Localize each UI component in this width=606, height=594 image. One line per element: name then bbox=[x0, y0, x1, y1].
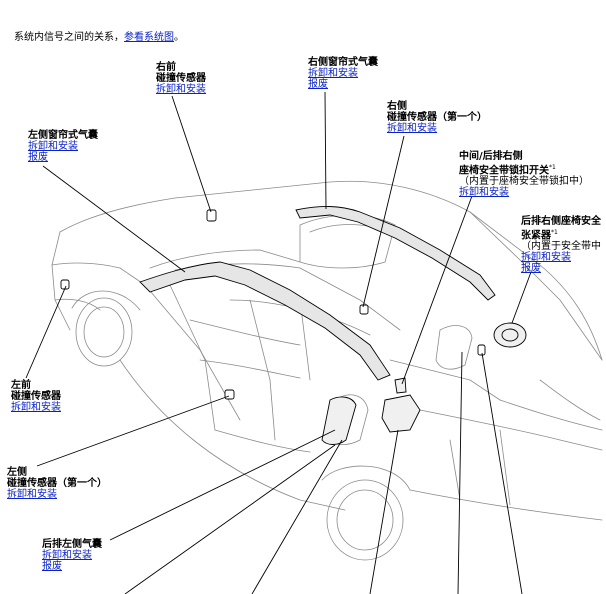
callout-title: 左侧窗帘式气囊 bbox=[28, 130, 98, 141]
remove-install-link[interactable]: 拆卸和安装 bbox=[11, 402, 61, 413]
callout-title: 后排左侧气囊 bbox=[42, 539, 102, 550]
callout-note: （内置于座椅安全带锁扣中） bbox=[459, 176, 589, 188]
callout-title: 碰撞传感器（第一个） bbox=[7, 478, 107, 489]
callout-note: （内置于安全带中 bbox=[521, 241, 601, 253]
callout-rear-tensioner: 后排右侧座椅安全 张紧器*1 （内置于安全带中 拆卸和安装 报废 bbox=[521, 216, 601, 274]
left-curtain-airbag-shape bbox=[139, 261, 391, 381]
callout-title: 碰撞传感器 bbox=[11, 391, 61, 402]
remove-install-link[interactable]: 拆卸和安装 bbox=[521, 252, 571, 264]
intro-end: 。 bbox=[174, 32, 184, 43]
disposal-link[interactable]: 报废 bbox=[42, 561, 62, 572]
callout-left-curtain-airbag: 左侧窗帘式气囊 拆卸和安装 报废 bbox=[28, 130, 98, 163]
disposal-link[interactable]: 报废 bbox=[28, 152, 48, 163]
callout-title: 右侧窗帘式气囊 bbox=[308, 57, 378, 68]
car-body-outline bbox=[51, 180, 603, 561]
callout-left-front-sensor: 左前 碰撞传感器 拆卸和安装 bbox=[11, 380, 61, 413]
callout-title: 右侧 bbox=[387, 101, 407, 112]
disposal-link[interactable]: 报废 bbox=[521, 263, 541, 275]
system-diagram-link[interactable]: 参看系统图 bbox=[124, 32, 174, 43]
buckle-switch-shape bbox=[381, 377, 421, 433]
callout-title-text: 座椅安全带锁扣开关 bbox=[459, 165, 549, 177]
footnote-mark: *1 bbox=[549, 164, 556, 171]
callout-title: 右前 bbox=[156, 62, 176, 73]
callout-right-front-sensor: 右前 碰撞传感器 拆卸和安装 bbox=[156, 62, 206, 95]
callout-title: 左前 bbox=[11, 380, 31, 391]
intro-text: 系统内信号之间的关系，参看系统图。 bbox=[14, 28, 184, 43]
remove-install-link[interactable]: 拆卸和安装 bbox=[7, 489, 57, 500]
callout-title: 左侧 bbox=[7, 467, 27, 478]
remove-install-link[interactable]: 拆卸和安装 bbox=[387, 123, 437, 134]
callout-right-side-sensor: 右侧 碰撞传感器（第一个） 拆卸和安装 bbox=[387, 101, 487, 134]
callout-title: 张紧器*1 bbox=[521, 227, 601, 241]
right-curtain-airbag-shape bbox=[295, 206, 496, 301]
callout-title: 中间/后排右侧 bbox=[459, 151, 523, 162]
rear-left-airbag-shape bbox=[321, 396, 357, 445]
callout-buckle-switch: 中间/后排右侧 座椅安全带锁扣开关*1 （内置于座椅安全带锁扣中） 拆卸和安装 bbox=[459, 151, 589, 198]
remove-install-link[interactable]: 拆卸和安装 bbox=[156, 84, 206, 95]
remove-install-link[interactable]: 拆卸和安装 bbox=[28, 141, 78, 152]
callout-title: 座椅安全带锁扣开关*1 bbox=[459, 162, 589, 176]
callout-rear-left-airbag: 后排左侧气囊 拆卸和安装 报废 bbox=[42, 539, 102, 572]
callout-right-curtain-airbag: 右侧窗帘式气囊 拆卸和安装 报废 bbox=[308, 57, 378, 90]
remove-install-link[interactable]: 拆卸和安装 bbox=[459, 187, 509, 199]
intro-label: 系统内信号之间的关系， bbox=[14, 32, 124, 43]
disposal-link[interactable]: 报废 bbox=[308, 79, 328, 90]
footnote-mark: *1 bbox=[551, 229, 558, 236]
callout-left-side-sensor: 左侧 碰撞传感器（第一个） 拆卸和安装 bbox=[7, 467, 107, 500]
callout-title-text: 张紧器 bbox=[521, 230, 551, 242]
rear-tensioner-shape bbox=[493, 322, 527, 348]
remove-install-link[interactable]: 拆卸和安装 bbox=[308, 68, 358, 79]
callout-title: 碰撞传感器（第一个） bbox=[387, 112, 487, 123]
leader-lines bbox=[25, 91, 532, 594]
remove-install-link[interactable]: 拆卸和安装 bbox=[42, 550, 92, 561]
sensor-shapes bbox=[60, 209, 486, 400]
callout-title: 后排右侧座椅安全 bbox=[521, 216, 601, 227]
callout-title: 碰撞传感器 bbox=[156, 73, 206, 84]
